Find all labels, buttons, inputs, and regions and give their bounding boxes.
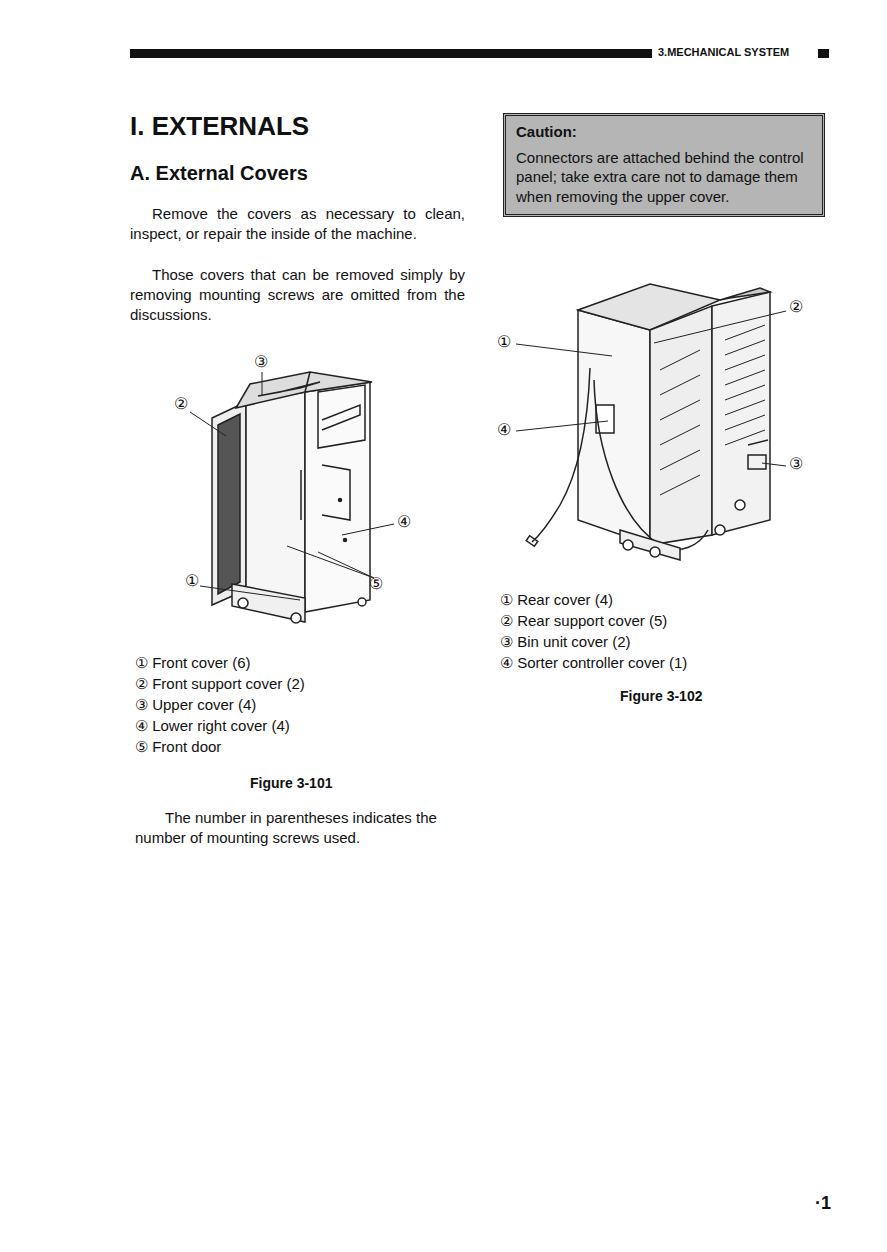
header-block [818, 49, 829, 58]
callout-number: ③ [789, 454, 803, 475]
header-bar [130, 49, 652, 58]
caution-body: Connectors are attached behind the contr… [516, 148, 812, 207]
caution-box: Caution: Connectors are attached behind t… [503, 113, 825, 217]
leader-lines-fig1 [190, 372, 394, 600]
figure-caption: Figure 3-101 [250, 774, 332, 792]
legend-item: ⑤ Front door [135, 737, 221, 757]
legend-item: ③ Bin unit cover (2) [500, 632, 631, 652]
callout-number: ① [185, 571, 199, 592]
callout-number: ④ [497, 420, 511, 441]
subsection-title: A. External Covers [130, 160, 308, 186]
callout-number: ② [174, 394, 188, 415]
sorter-rear-figure [526, 284, 770, 560]
legend-item: ④ Sorter controller cover (1) [500, 653, 687, 673]
legend-item: ② Front support cover (2) [135, 674, 305, 694]
callout-number: ④ [397, 512, 411, 533]
legend-item: ① Front cover (6) [135, 653, 251, 673]
sorter-front-figure [212, 372, 372, 623]
callout-number: ① [497, 332, 511, 353]
legend-item: ② Rear support cover (5) [500, 611, 667, 631]
legend-item: ③ Upper cover (4) [135, 695, 256, 715]
caution-heading: Caution: [516, 122, 812, 142]
legend-item: ① Rear cover (4) [500, 590, 613, 610]
header-text: 3.MECHANICAL SYSTEM [655, 45, 792, 59]
note-text: The number in parentheses indicates the … [135, 808, 465, 848]
callout-number: ② [789, 297, 803, 318]
legend-item: ④ Lower right cover (4) [135, 716, 290, 736]
leader-lines-fig2 [516, 311, 786, 466]
page-number: ·1 [815, 1192, 831, 1215]
callout-number: ⑤ [369, 574, 383, 595]
callout-number: ③ [254, 352, 268, 373]
body-text: Remove the covers as necessary to clean,… [130, 204, 465, 244]
section-title: I. EXTERNALS [130, 110, 309, 144]
body-text: Those covers that can be removed simply … [130, 265, 465, 325]
figure-caption: Figure 3-102 [620, 687, 702, 705]
